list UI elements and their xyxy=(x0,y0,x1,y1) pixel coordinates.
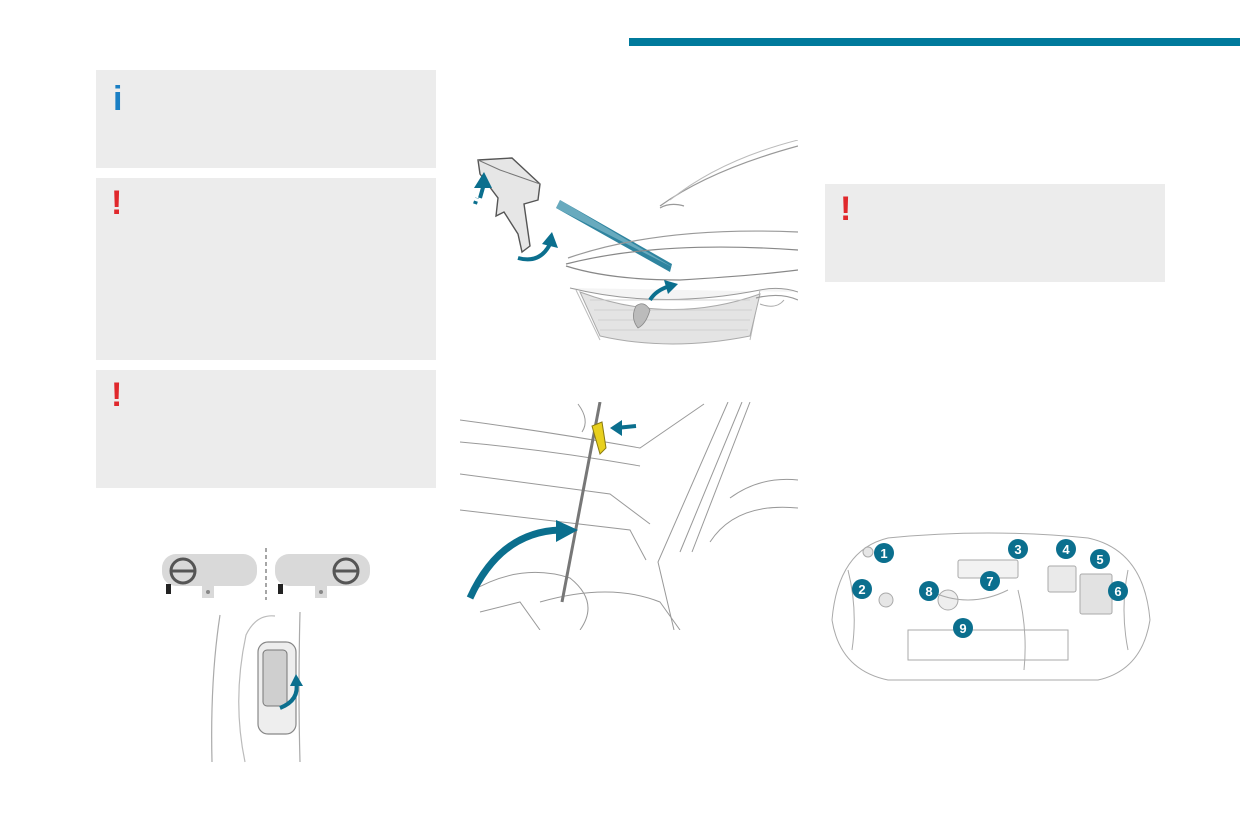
svg-text:5: 5 xyxy=(1096,552,1103,567)
svg-text:8: 8 xyxy=(925,584,932,599)
dashboard-lhd xyxy=(162,554,257,598)
bonnet-stay-illustration xyxy=(460,402,798,630)
svg-text:1: 1 xyxy=(880,546,887,561)
svg-text:2: 2 xyxy=(858,582,865,597)
header-accent-bar xyxy=(629,38,1240,46)
interior-release-lever-illustration xyxy=(162,548,370,763)
callout-8: 8 xyxy=(919,581,939,601)
lever-position-marker xyxy=(278,584,283,594)
release-lever xyxy=(262,649,288,707)
lever-position-marker xyxy=(166,584,171,594)
lift-arrow-icon xyxy=(474,172,492,188)
callout-4: 4 xyxy=(1056,539,1076,559)
push-arrow-icon xyxy=(517,243,552,262)
svg-text:6: 6 xyxy=(1114,584,1121,599)
svg-text:9: 9 xyxy=(959,621,966,636)
svg-text:3: 3 xyxy=(1014,542,1021,557)
safety-catch-detail xyxy=(473,157,558,262)
engine-callouts: 1 2 3 4 5 6 7 8 9 xyxy=(852,539,1128,638)
warning-icon: ! xyxy=(111,184,123,222)
callout-1: 1 xyxy=(874,543,894,563)
callout-7: 7 xyxy=(980,571,1000,591)
bonnet-safety-catch-illustration xyxy=(473,140,798,345)
svg-text:4: 4 xyxy=(1062,542,1070,557)
info-note-box: i xyxy=(96,70,436,168)
car-front-view xyxy=(565,140,798,345)
warning-note-box-1: ! xyxy=(96,178,436,360)
callout-9: 9 xyxy=(953,618,973,638)
stay-rod-tip xyxy=(591,421,607,455)
callout-6: 6 xyxy=(1108,581,1128,601)
stay-rod xyxy=(560,402,602,603)
callout-2: 2 xyxy=(852,579,872,599)
warning-note-box-2: ! xyxy=(96,370,436,488)
warning-note-box-3: ! xyxy=(825,184,1165,282)
dashboard-rhd xyxy=(275,554,370,598)
engine-compartment-illustration: 1 2 3 4 5 6 7 8 9 xyxy=(831,532,1151,681)
warning-icon: ! xyxy=(111,376,123,414)
callout-3: 3 xyxy=(1008,539,1028,559)
warning-icon: ! xyxy=(840,190,852,228)
brand-logo xyxy=(633,303,651,329)
svg-text:7: 7 xyxy=(986,574,993,589)
callout-5: 5 xyxy=(1090,549,1110,569)
raise-rod-arrow-icon xyxy=(466,526,561,600)
info-icon: i xyxy=(113,80,123,118)
